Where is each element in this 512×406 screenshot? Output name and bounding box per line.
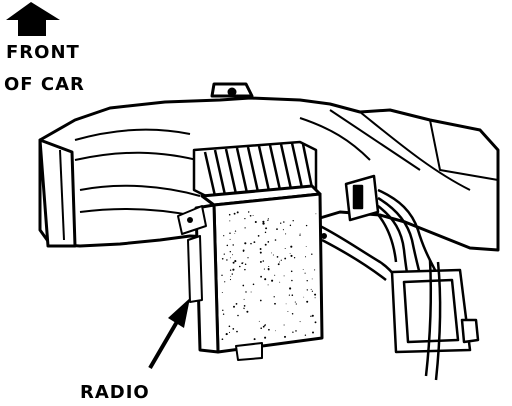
radio-label: RADIO (80, 382, 150, 403)
radio-unit (177, 184, 327, 361)
radio-pointer-arrow (148, 298, 190, 370)
front-of-car-label-line-1: FRONT (6, 42, 80, 63)
front-of-car-label-line-2: OF CAR (4, 74, 85, 95)
front-arrow-icon (6, 2, 60, 36)
wiring-harness (319, 174, 480, 381)
radio-face-texture (221, 211, 317, 341)
